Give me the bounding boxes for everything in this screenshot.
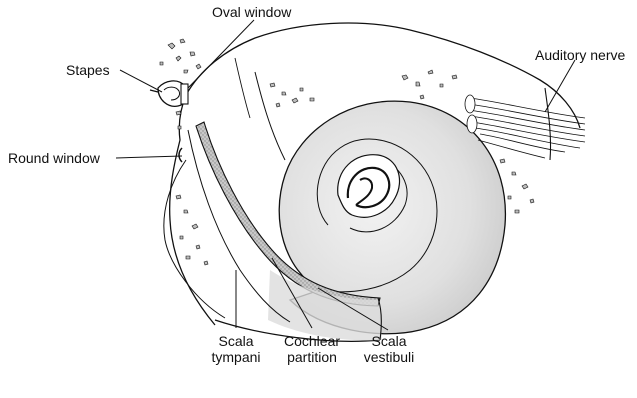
label-scala-vestibuli-line2: vestibuli — [356, 349, 422, 365]
label-stapes-text: Stapes — [66, 62, 110, 78]
leader-stapes — [120, 70, 162, 92]
label-round-window: Round window — [8, 150, 100, 166]
label-cochlear-partition-line2: partition — [278, 349, 346, 365]
round-window-membrane — [179, 148, 182, 162]
bony-outline-inner-left — [164, 160, 225, 318]
label-scala-tympani: Scala tympani — [206, 333, 266, 365]
label-oval-window-text: Oval window — [212, 4, 291, 20]
label-auditory-nerve: Auditory nerve — [535, 47, 625, 63]
label-scala-vestibuli-line1: Scala — [356, 333, 422, 349]
leader-round-window — [116, 156, 182, 158]
label-round-window-text: Round window — [8, 150, 100, 166]
label-stapes: Stapes — [66, 62, 110, 78]
stapes-bone — [150, 81, 188, 106]
label-oval-window: Oval window — [212, 4, 291, 20]
label-scala-vestibuli: Scala vestibuli — [356, 333, 422, 365]
label-auditory-nerve-text: Auditory nerve — [535, 47, 625, 63]
label-scala-tympani-line1: Scala — [206, 333, 266, 349]
label-cochlear-partition: Cochlear partition — [278, 333, 346, 365]
vestibule-wall-2 — [235, 58, 250, 118]
vestibule-wall — [255, 72, 285, 160]
leader-oval-window — [188, 20, 254, 88]
label-cochlear-partition-line1: Cochlear — [278, 333, 346, 349]
label-scala-tympani-line2: tympani — [206, 349, 266, 365]
